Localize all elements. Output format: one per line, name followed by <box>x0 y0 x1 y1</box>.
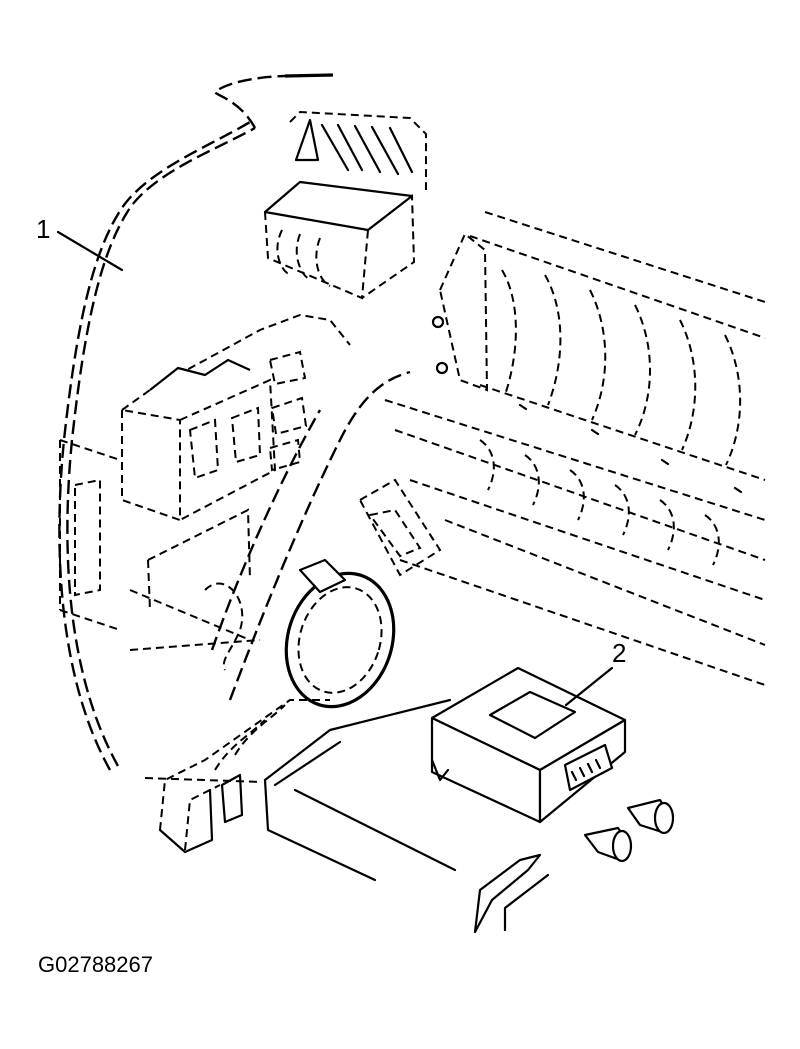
central-harness-clip <box>204 350 442 709</box>
callout-2-label: 2 <box>612 638 626 668</box>
control-module <box>430 666 627 824</box>
instrument-panel-structure <box>384 211 766 686</box>
upper-connector-block <box>263 110 427 300</box>
callout-1: 1 <box>36 214 124 272</box>
callout-1-label: 1 <box>36 214 50 244</box>
left-bracket-housing <box>59 313 351 651</box>
callout-2: 2 <box>564 638 626 707</box>
figure-id: G02788267 <box>38 952 153 977</box>
floor-channel <box>144 698 550 934</box>
wiring-harness-loop <box>58 73 334 771</box>
mounting-screws <box>583 798 675 863</box>
